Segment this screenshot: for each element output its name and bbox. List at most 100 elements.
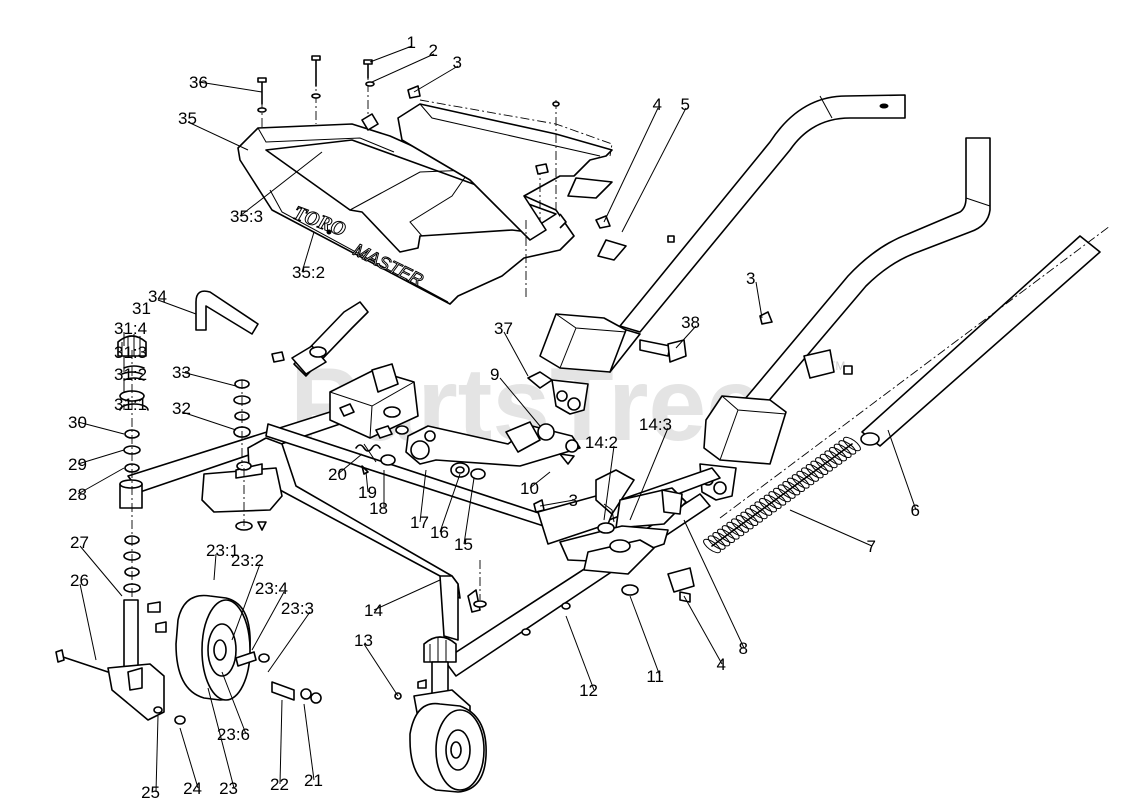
handle-grip-right xyxy=(699,395,787,501)
spring-coil xyxy=(768,491,787,506)
callout-label: 11 xyxy=(646,667,664,686)
callout-label: 3 xyxy=(453,53,462,72)
callout-label: 13 xyxy=(354,631,373,650)
callout-leader xyxy=(373,579,441,611)
caster-left xyxy=(55,334,251,725)
callout-label: 26 xyxy=(70,571,89,590)
callout-leader xyxy=(213,553,217,581)
tube-6 xyxy=(719,225,1111,519)
callout-leader xyxy=(303,703,315,781)
spring-coil xyxy=(810,460,829,476)
callout-leader xyxy=(369,45,413,63)
callout-label: 14:3 xyxy=(639,415,672,434)
console-plate-35: TORO MASTER xyxy=(237,123,575,305)
callout-leader xyxy=(179,727,199,789)
callout-leader xyxy=(181,411,237,431)
callout-label: 35 xyxy=(178,109,197,128)
callout-label: 31 xyxy=(132,299,151,318)
spring-coil xyxy=(791,474,810,489)
spring-coil xyxy=(759,497,777,513)
spring-coil xyxy=(782,480,801,496)
handle-bar-rear xyxy=(589,94,906,373)
callout-label: 35:3 xyxy=(230,207,263,226)
spring-coil xyxy=(754,501,773,516)
handle-grip-left xyxy=(539,313,627,415)
callout-label: 23:2 xyxy=(231,551,264,570)
column-bar xyxy=(271,301,369,377)
callout-leader xyxy=(887,429,917,511)
callout-leader xyxy=(77,449,125,465)
callout-label: 31:4 xyxy=(114,319,147,338)
callout-leader xyxy=(439,473,461,533)
callout-label: 23:1 xyxy=(206,541,239,560)
arm-9 xyxy=(405,421,581,467)
callout-label: 5 xyxy=(681,95,690,114)
spring-coil xyxy=(707,535,726,550)
callout-label: 34 xyxy=(148,287,167,306)
callout-leader xyxy=(181,371,237,387)
callout-leader xyxy=(539,499,575,507)
yoke-assembly xyxy=(521,469,695,636)
callout-label: 27 xyxy=(70,533,89,552)
callout-leader xyxy=(413,65,459,93)
callout-leader xyxy=(207,687,235,789)
callout-label: 23 xyxy=(219,779,238,798)
callout-leader xyxy=(221,671,247,735)
spacer-stack xyxy=(233,379,251,466)
callout-label: 16 xyxy=(430,523,449,542)
spring-coil xyxy=(717,528,735,544)
callout-leader xyxy=(79,583,97,661)
spring-coil xyxy=(749,504,768,520)
spring-coil xyxy=(829,446,847,462)
spring-coil xyxy=(805,463,824,479)
callout-label: 32 xyxy=(172,399,191,418)
callout-label: 21 xyxy=(304,771,323,790)
callout-leader xyxy=(683,519,745,649)
callout-label: 1 xyxy=(407,33,416,52)
spring-coil xyxy=(703,538,721,554)
fasteners-top xyxy=(257,55,853,499)
callout-leader xyxy=(603,445,615,521)
callout-label: 3 xyxy=(746,269,755,288)
callout-label: 31:1 xyxy=(114,395,147,414)
callout-label: 15 xyxy=(454,535,473,554)
spring-7 xyxy=(703,436,861,554)
callout-leader xyxy=(675,325,697,349)
spring-coil xyxy=(801,467,819,482)
callout-label: 24 xyxy=(183,779,202,798)
callout-leader xyxy=(187,121,249,151)
callout-label: 10 xyxy=(520,479,539,498)
callout-label: 6 xyxy=(911,501,920,520)
callout-leader xyxy=(77,467,125,495)
callout-label: 31:2 xyxy=(114,365,147,384)
callout-leader xyxy=(198,81,263,93)
spring-coil xyxy=(740,511,759,527)
callout-leader xyxy=(363,643,399,697)
small-parts-15-20 xyxy=(355,425,486,480)
callout-leader xyxy=(755,281,763,319)
bracket-37 xyxy=(527,339,687,389)
callout-label: 8 xyxy=(739,639,748,658)
callout-label: 37 xyxy=(494,319,513,338)
link-rod-34 xyxy=(195,290,259,335)
callout-leader xyxy=(499,377,541,427)
spring-coil xyxy=(838,440,857,455)
spring-coil xyxy=(745,508,763,523)
callout-label: 28 xyxy=(68,485,87,504)
callout-leader xyxy=(789,509,873,547)
callout-leader xyxy=(371,53,435,83)
callout-label: 33 xyxy=(172,363,191,382)
callout-label: 20 xyxy=(328,465,347,484)
mount-bracket xyxy=(261,60,613,300)
callout-label: 29 xyxy=(68,455,87,474)
callout-leader xyxy=(503,331,529,377)
callout-leader xyxy=(279,699,283,785)
callout-leader xyxy=(157,299,197,315)
left-pivot-housing xyxy=(329,363,419,439)
callout-leader xyxy=(529,471,551,489)
callout-label: 2 xyxy=(429,41,438,60)
callout-leader xyxy=(629,427,669,521)
